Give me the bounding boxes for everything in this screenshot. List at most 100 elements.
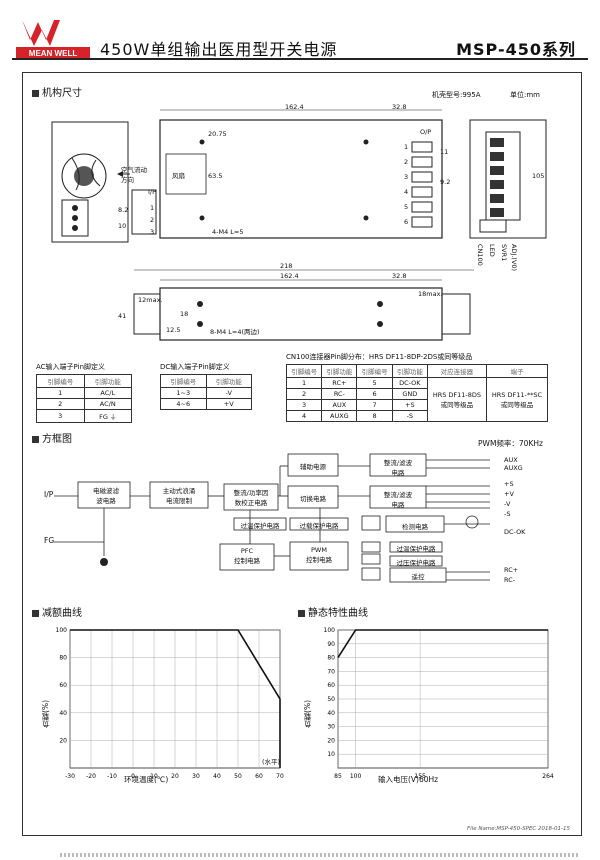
box-olp: 过载保护电路 xyxy=(299,522,339,530)
static-series-line xyxy=(337,629,548,659)
out-minus-s: -S xyxy=(504,510,511,518)
static-y-tick: 80 xyxy=(327,655,335,662)
section-mechanical: 机构尺寸 xyxy=(32,84,82,99)
svg-text:MEAN WELL: MEAN WELL xyxy=(29,49,78,58)
dim-11: 11 xyxy=(440,148,449,156)
section-static: 静态特性曲线 xyxy=(298,604,368,619)
series-title: MSP-450系列 xyxy=(456,40,576,59)
box-otp-2: 过温保护电路 xyxy=(396,545,436,553)
box-ovp-2: 过压保护电路 xyxy=(396,559,436,567)
derating-x-tick: 70 xyxy=(276,773,284,780)
box-pfc-control: PFC 控制电路 xyxy=(234,547,260,565)
box-detect: 检测电路 xyxy=(402,523,428,531)
static-y-tick: 40 xyxy=(327,710,335,717)
derating-x-tick: -10 xyxy=(107,773,117,780)
static-y-tick: 10 xyxy=(327,751,335,758)
static-x-tick: 85 xyxy=(334,773,342,780)
section-block-diagram: 方框图 xyxy=(32,430,72,445)
dim-18max: 18max. xyxy=(418,290,443,298)
dim-18: 18 xyxy=(180,310,189,318)
dim-side-1624: 162.4 xyxy=(280,272,299,280)
box-rect-filter-1: 整流/滤波 电路 xyxy=(383,459,413,477)
derating-series-line xyxy=(70,629,281,768)
box-inrush: 主动式浪涌 电流限制 xyxy=(162,487,196,505)
static-y-tick: 100 xyxy=(324,627,336,634)
dim-top-width: 162.4 xyxy=(285,103,304,111)
derating-y-tick: 100 xyxy=(56,627,68,634)
dc-pin-table: 引脚编号引脚功能 1~3-V 4~6+V xyxy=(160,374,252,410)
cn100-label: CN100 xyxy=(476,244,484,266)
content-frame xyxy=(22,72,582,836)
derating-y-tick: 60 xyxy=(59,682,67,689)
block-ip: I/P xyxy=(44,490,54,499)
derating-xlabel: 环境温度(℃) xyxy=(124,775,169,784)
derating-x-tick: 40 xyxy=(213,773,221,780)
block-fg: FG xyxy=(44,536,55,545)
out-dc-ok: DC-OK xyxy=(504,528,526,536)
static-y-tick: 30 xyxy=(327,724,335,731)
dim-82: 8.2 xyxy=(118,206,129,214)
screw-top-label: 4-M4 L=5 xyxy=(212,228,244,236)
static-ylabel: 负载(%) xyxy=(303,700,312,728)
unit-label: 单位:mm xyxy=(510,91,540,99)
dim-41: 41 xyxy=(118,312,127,320)
dim-92: 9.2 xyxy=(440,178,451,186)
derating-x-tick: 0 xyxy=(131,773,135,780)
derating-x-tick: 60 xyxy=(255,773,263,780)
fan-label: 风扇 xyxy=(172,172,185,180)
derating-x-tick: -30 xyxy=(65,773,75,780)
op-pin-2: 2 xyxy=(404,158,409,166)
dim-10: 10 xyxy=(118,222,127,230)
ip-pin-2: 2 xyxy=(150,216,155,224)
static-x-tick: 155 xyxy=(414,773,426,780)
static-y-tick: 60 xyxy=(327,682,335,689)
ip-pin-1: 1 xyxy=(150,204,155,212)
out-auxg: AUXG xyxy=(504,464,523,472)
page-title: 450W单组输出医用型开关电源 xyxy=(100,40,338,59)
ip-pin-3: 3 xyxy=(150,228,155,236)
dim-12max: 12max. xyxy=(138,296,163,304)
table-row: 1~3-V xyxy=(160,387,252,399)
static-y-tick: 90 xyxy=(327,641,335,648)
ip-label: I/P xyxy=(148,188,157,196)
derating-y-tick: 40 xyxy=(59,710,67,717)
header-divider xyxy=(12,58,588,60)
box-rect-pfc: 整流/功率因 数校正电路 xyxy=(233,489,269,507)
static-y-tick: 70 xyxy=(327,668,335,675)
case-number: 机壳型号:995A xyxy=(432,91,481,99)
op-label: O/P xyxy=(420,128,432,136)
dim-105: 105 xyxy=(532,172,545,180)
svr1-label: SVR1 xyxy=(500,244,508,262)
airflow-note: 空气流动 方向 xyxy=(121,166,147,184)
box-switch: 切换电路 xyxy=(300,495,326,503)
derating-y-tick: 20 xyxy=(59,737,67,744)
dim-top-right: 32.8 xyxy=(392,103,407,111)
derating-x-tick: 30 xyxy=(192,773,200,780)
out-plus-s: +S xyxy=(504,480,514,488)
mean-well-logo: MEAN WELL xyxy=(16,16,90,58)
box-remote: 遥控 xyxy=(411,573,425,581)
block-diagram xyxy=(54,453,490,583)
static-y-tick: 20 xyxy=(327,737,335,744)
dc-table-title: DC输入端子Pin脚定义 xyxy=(160,363,230,371)
pwm-frequency: PWM频率：70KHz xyxy=(478,439,543,448)
box-rect-filter-2: 整流/滤波 电路 xyxy=(383,491,413,509)
led-label: LED xyxy=(488,244,496,257)
derating-x-tick: 10 xyxy=(150,773,158,780)
derating-y-tick: 80 xyxy=(59,655,67,662)
adj-label: ADJ.(V0) xyxy=(510,244,518,272)
dim-side-328: 32.8 xyxy=(392,272,407,280)
footer-filename: File Name:MSP-450-SPEC 2018-01-15 xyxy=(467,826,570,832)
table-row: 4~6+V xyxy=(160,398,252,410)
op-pin-6: 6 xyxy=(404,218,409,226)
derating-ylabel: 负载(%) xyxy=(41,700,50,728)
dim-635: 63.5 xyxy=(208,172,223,180)
out-aux: AUX xyxy=(504,456,518,464)
ac-table-title: AC输入端子Pin脚定义 xyxy=(36,363,106,371)
